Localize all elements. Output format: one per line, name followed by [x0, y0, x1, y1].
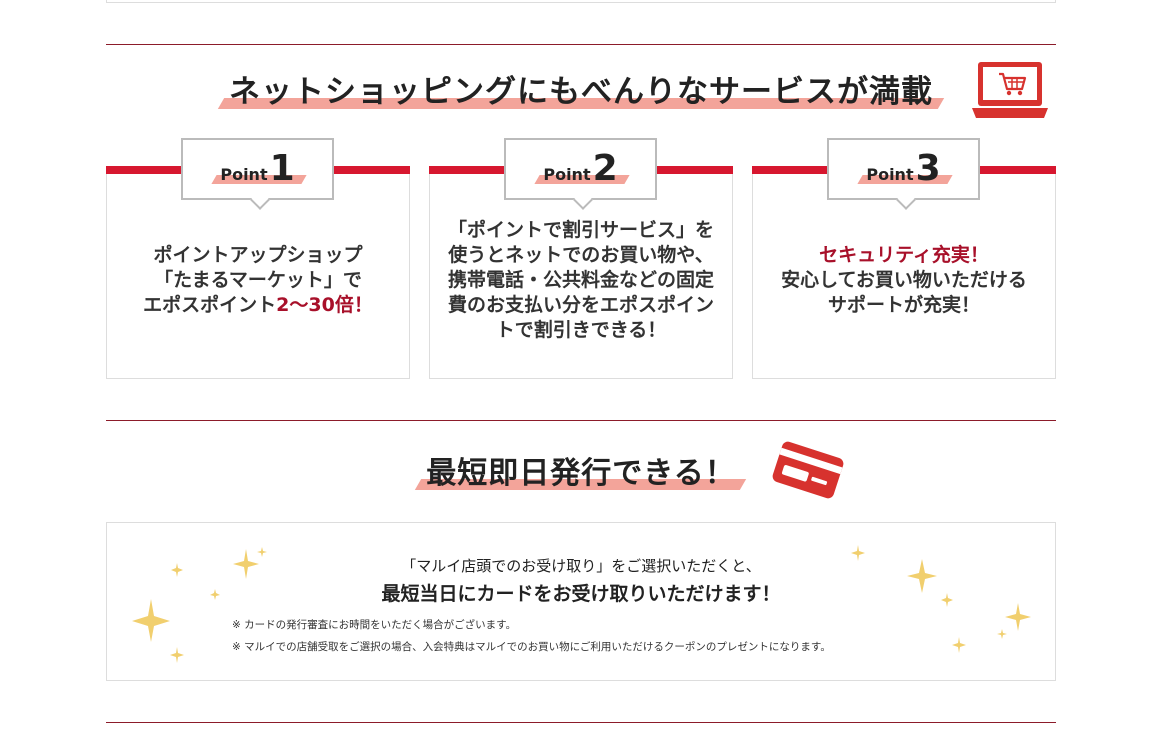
same-day-note-2: ※ マルイでの店舗受取をご選択の場合、入会特典はマルイでのお買い物にご利用いただ… [232, 641, 831, 653]
same-day-headline: 最短当日にカードをお受け取りいただけます！ [381, 583, 781, 605]
laptop-cart-icon [972, 62, 1048, 118]
point-label-2: Point 2 [504, 138, 657, 200]
section-divider [106, 44, 1056, 45]
point-3-text: セキュリティ充実！ 安心してお買い物いただける サポートが充実！ [781, 244, 1027, 316]
section-divider [106, 420, 1056, 421]
same-day-info-box: 「マルイ店頭でのお受け取り」をご選択いただくと、 最短当日にカードをお受け取りい… [106, 522, 1056, 681]
same-day-note-1: ※ カードの発行審査にお時間をいただく場合がございます。 [232, 619, 517, 631]
section-title-text: ネットショッピングにもべんりなサービスが満載 [229, 74, 933, 110]
point-label-3: Point 3 [827, 138, 980, 200]
section-divider [106, 722, 1056, 723]
section-title-net-shopping: ネットショッピングにもべんりなサービスが満載 [106, 66, 1056, 111]
point-card-3: Point 3 セキュリティ充実！ 安心してお買い物いただける サポートが充実！ [752, 138, 1056, 379]
section-title-text: 最短即日発行できる！ [426, 456, 736, 491]
same-day-intro-text: 「マルイ店頭でのお受け取り」をご選択いただくと、 [401, 557, 761, 575]
credit-card-icon [772, 441, 844, 499]
point-label-1: Point 1 [181, 138, 334, 200]
point-1-text: ポイントアップショップ 「たまるマーケット」で エポスポイント2〜30倍！ [143, 244, 373, 316]
previous-section-box [106, 0, 1056, 3]
section-title-same-day: 最短即日発行できる！ [106, 448, 1056, 492]
point-2-text: 「ポイントで割引サービス」を 使うとネットでのお買い物や、 携帯電話・公共料金な… [447, 219, 714, 341]
point-card-1: Point 1 ポイントアップショップ 「たまるマーケット」で エポスポイント2… [106, 138, 410, 379]
point-card-2: Point 2 「ポイントで割引サービス」を 使うとネットでのお買い物や、 携帯… [429, 138, 733, 379]
